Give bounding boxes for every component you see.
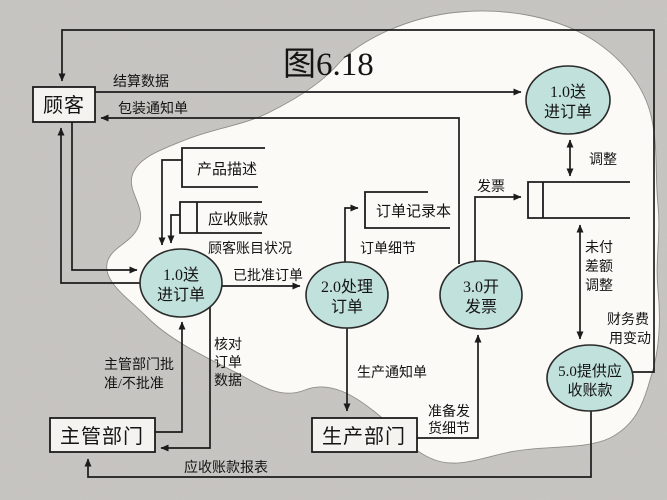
process-send-order-label1: 1.0送: [163, 266, 199, 284]
process-provide-ar-circle: [546, 344, 634, 412]
label-customer-account-status: 顾客账目状况: [208, 240, 292, 257]
process-provide-ar-label1: 5.0提供应: [558, 362, 622, 380]
flow-invoice-line: [474, 193, 522, 262]
flow-order-details-line: [344, 204, 359, 263]
process-process-order-label1: 2.0处理: [321, 278, 373, 296]
store-product-description-label: 产品描述: [197, 161, 257, 178]
system-boundary-blob: [106, 10, 660, 464]
entity-customer-box: [32, 86, 96, 123]
process-process-order-circle: [305, 261, 389, 329]
label-prepare-shipping-1: 准备发: [428, 403, 470, 420]
flow-verify-order-data-line: [160, 306, 211, 452]
label-packing-notice: 包装通知单: [118, 100, 188, 117]
process-send-order-top-label1: 1.0送: [550, 83, 586, 101]
flow-to-customer-line: [57, 127, 141, 284]
label-unpaid-adjustment-3: 调整: [585, 278, 613, 294]
entity-production-label: 生产部门: [322, 425, 406, 448]
process-send-order-circle: [139, 248, 223, 318]
label-invoice: 发票: [477, 179, 505, 195]
flow-product-description-line: [158, 159, 182, 246]
label-unpaid-adjustment-2: 差额: [585, 259, 613, 275]
label-supervisor-approval-1: 主管部门批: [104, 357, 174, 373]
flow-account-status-line: [167, 214, 180, 244]
flow-ar-report-line: [84, 411, 592, 478]
flow-customer-order-line: [71, 122, 138, 274]
label-settlement-data: 结算数据: [113, 74, 169, 90]
process-process-order-label2: 订单: [331, 298, 363, 316]
process-create-invoice-label2: 发票: [465, 298, 497, 316]
store-order-record-book: [364, 191, 450, 229]
label-adjustment: 调整: [589, 152, 617, 168]
entity-production-box: [311, 417, 418, 453]
label-ar-report: 应收账款报表: [184, 459, 268, 476]
entity-supervisor-label: 主管部门: [60, 425, 144, 448]
process-send-order-top-circle: [525, 65, 611, 135]
label-production-notice: 生产通知单: [357, 364, 427, 381]
process-create-invoice-label1: 3.0开: [463, 279, 499, 296]
flow-supervisor-approval-line: [155, 321, 186, 433]
process-send-order-top-label2: 进订单: [544, 103, 592, 121]
label-verify-order-data-1: 核对: [214, 337, 242, 353]
entity-supervisor-box: [49, 417, 156, 453]
flow-prepare-shipping-line: [417, 334, 482, 439]
flow-finance-charge-line: [58, 29, 655, 373]
entity-customer-label: 顾客: [43, 94, 85, 117]
label-prepare-shipping-2: 货细节: [428, 420, 470, 437]
process-create-invoice-circle: [439, 260, 523, 330]
label-unpaid-adjustment-1: 未付: [585, 240, 613, 256]
label-finance-charge-2: 用变动: [609, 331, 651, 347]
label-finance-charge-1: 财务费: [607, 312, 649, 328]
label-supervisor-approval-2: 准/不批准: [104, 376, 164, 392]
process-send-order-label2: 进订单: [157, 286, 205, 304]
label-approved-order: 已批准订单: [233, 268, 303, 284]
label-order-details: 订单细节: [360, 241, 416, 257]
figure-title: 图6.18: [283, 47, 374, 83]
store-accounts-receivable: [179, 201, 262, 234]
store-invoice-file: [527, 181, 630, 219]
process-provide-ar-label2: 收账款: [567, 382, 612, 399]
store-product-description: [181, 147, 265, 188]
flow-packing-notice-line: [100, 114, 460, 264]
label-verify-order-data-3: 数据: [214, 373, 242, 389]
store-accounts-receivable-label: 应收账款: [208, 210, 268, 228]
store-order-record-book-label: 订单记录本: [376, 203, 451, 220]
label-verify-order-data-2: 订单: [214, 355, 242, 371]
